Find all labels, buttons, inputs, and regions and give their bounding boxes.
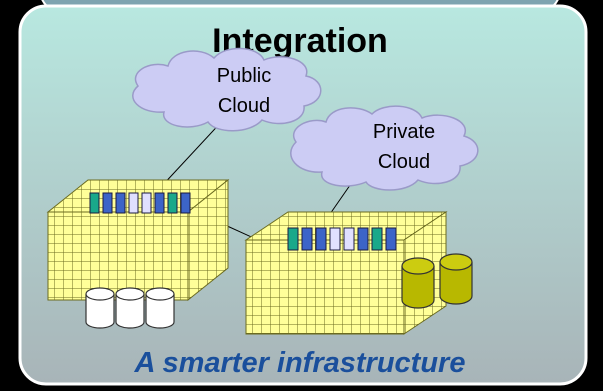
storage-disks-right-icon <box>401 253 473 309</box>
public-cloud: Public Cloud <box>132 47 322 132</box>
server-rack-left-icon <box>46 178 230 302</box>
private-cloud: Private Cloud <box>290 105 479 191</box>
private-cloud-label-line2: Cloud <box>378 151 430 173</box>
storage-disks-left-icon <box>85 287 175 329</box>
private-cloud-label-line1: Private <box>373 121 435 143</box>
public-cloud-label-line2: Cloud <box>218 95 270 117</box>
diagram-caption: A smarter infrastructure <box>134 347 466 379</box>
blade-slots-left <box>89 192 191 214</box>
blade-slots-right <box>287 227 397 251</box>
public-cloud-label-line1: Public <box>217 65 271 87</box>
